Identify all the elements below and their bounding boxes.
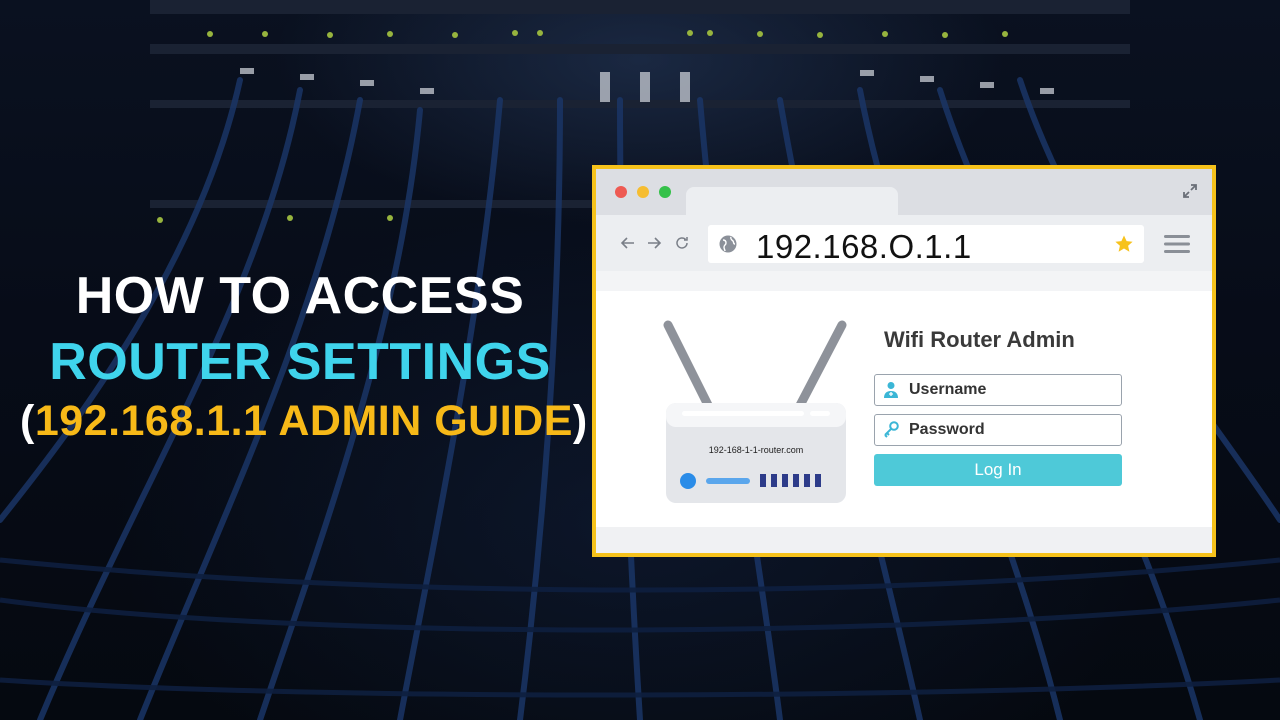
forward-arrow-icon[interactable] [646, 235, 662, 251]
browser-tab-bar [596, 169, 1212, 217]
router-illustration: 192-168-1-1-router.com [663, 320, 847, 503]
browser-footer-bar [596, 527, 1212, 553]
page-content: 192-168-1-1-router.com Wifi Router Admin… [596, 291, 1212, 527]
headline-close-paren: ) [572, 397, 588, 445]
headline-open-paren: ( [20, 397, 35, 445]
browser-subbar [596, 271, 1212, 291]
login-title: Wifi Router Admin [884, 327, 1075, 352]
back-arrow-icon[interactable] [620, 235, 636, 251]
username-label: Username [909, 381, 987, 398]
hamburger-menu-icon[interactable] [1164, 233, 1190, 255]
maximize-window-dot[interactable] [659, 186, 671, 198]
headline: HOW TO ACCESS ROUTER SETTINGS (192.168.1… [20, 267, 587, 445]
close-window-dot[interactable] [615, 186, 627, 198]
browser-window: 192.168.O.1.1 19 [592, 165, 1216, 557]
expand-icon[interactable] [1182, 183, 1198, 199]
address-bar[interactable]: 192.168.O.1.1 [708, 225, 1144, 265]
username-field[interactable]: Username [874, 374, 1122, 406]
headline-line-2: ROUTER SETTINGS [49, 333, 551, 391]
router-label: 192-168-1-1-router.com [709, 445, 804, 455]
globe-icon [719, 235, 737, 253]
browser-toolbar: 192.168.O.1.1 [596, 215, 1212, 271]
password-field[interactable]: Password [874, 414, 1122, 446]
minimize-window-dot[interactable] [637, 186, 649, 198]
reload-icon[interactable] [674, 235, 690, 251]
headline-line-1: HOW TO ACCESS [75, 267, 525, 325]
url-text[interactable]: 192.168.O.1.1 [756, 228, 972, 265]
star-icon[interactable] [1114, 234, 1134, 254]
headline-line-3: (192.168.1.1 ADMIN GUIDE) [20, 397, 587, 445]
browser-tab[interactable] [686, 187, 898, 217]
headline-ip-guide: 192.168.1.1 ADMIN GUIDE [34, 397, 573, 445]
login-button[interactable]: Log In [874, 454, 1122, 486]
user-icon [884, 382, 898, 398]
key-icon [884, 421, 899, 438]
password-label: Password [909, 421, 985, 438]
